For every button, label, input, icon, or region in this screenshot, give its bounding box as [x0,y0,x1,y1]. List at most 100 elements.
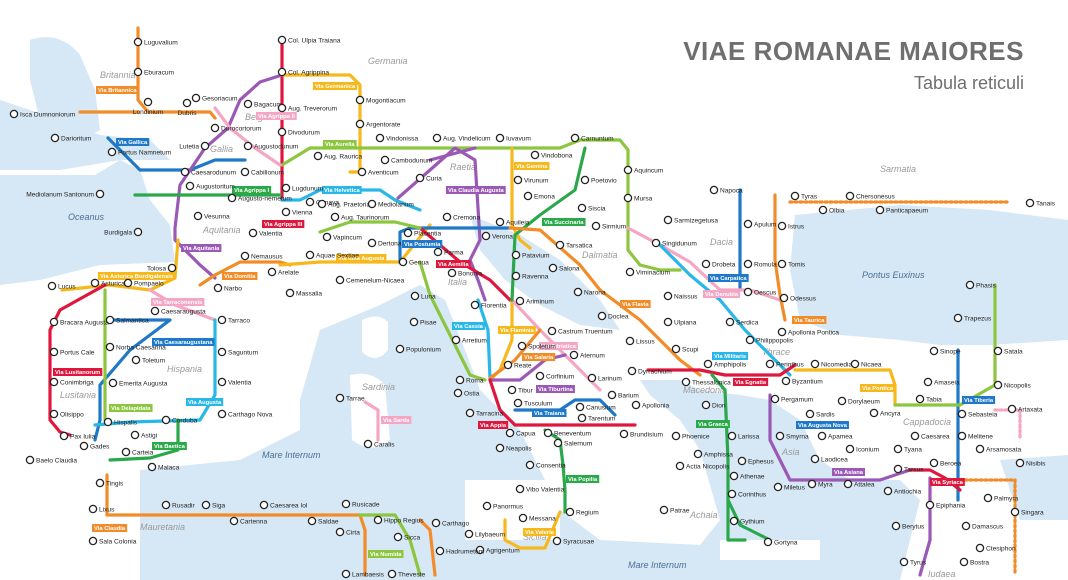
city-marker-lucus[interactable] [47,281,57,291]
city-marker-argentorate[interactable] [355,119,365,129]
city-marker-bracara[interactable] [49,317,59,327]
city-marker-nicomedia[interactable] [810,359,820,369]
city-marker-perinthus[interactable] [765,359,775,369]
city-marker-ostia[interactable] [453,388,463,398]
route-badge-asturica[interactable]: Via Asturica Burdigalensis [98,272,176,280]
city-marker-ctesiphon[interactable] [975,543,985,553]
city-marker-portus-namnetum[interactable] [107,147,117,157]
route-badge-appia[interactable]: Via Appia [478,421,509,429]
city-marker-darioritum[interactable] [50,133,60,143]
city-marker-olisippo[interactable] [49,409,59,419]
city-marker-virunum[interactable] [513,175,523,185]
city-marker-aug-praetoria[interactable] [317,199,327,209]
route-badge-iulia[interactable]: Via Iulia Augusta [336,254,387,262]
city-marker-beroea[interactable] [929,458,939,468]
route-badge-carpatica[interactable]: Via Carpatica [708,274,749,282]
city-marker-thessalonica[interactable] [681,377,691,387]
city-marker-nemausus[interactable] [240,251,250,261]
city-marker-regium[interactable] [565,507,575,517]
city-marker-lissus[interactable] [625,336,635,346]
city-marker-gortyna[interactable] [763,537,773,547]
city-marker-aug-taurinorum[interactable] [330,212,340,222]
city-marker-castrum-truentum[interactable] [547,326,557,336]
route-dacia[interactable] [773,193,787,322]
route-badge-cassia[interactable]: Via Cassia [452,322,485,330]
city-marker-col-agrippina[interactable] [277,67,287,77]
city-marker-trapezus[interactable] [953,313,963,323]
city-marker-carteia[interactable] [121,447,131,457]
city-marker-tarracina[interactable] [465,408,475,418]
route-badge-augusta-nova[interactable]: Via Augusta Nova [796,421,849,429]
city-marker-massalia[interactable] [285,288,295,298]
city-marker-melitene[interactable] [957,431,967,441]
city-marker-amphissa[interactable] [693,449,703,459]
city-marker-serdica[interactable] [725,317,735,327]
city-marker-miletus[interactable] [773,482,783,492]
city-marker-genava[interactable] [305,197,315,207]
route-badge-graeca[interactable]: Via Graeca [696,420,730,428]
city-marker-smyrna[interactable] [775,431,785,441]
city-marker-aug-raurica[interactable] [313,151,323,161]
city-marker-arelate[interactable] [267,267,277,277]
city-marker-mursa[interactable] [623,193,633,203]
city-marker-corduba[interactable] [161,415,171,425]
route-badge-valeria[interactable]: Via Valeria [523,528,556,536]
city-marker-emona[interactable] [523,191,533,201]
city-marker-siscia[interactable] [577,203,587,213]
city-marker-cirta[interactable] [335,527,345,537]
city-marker-berytus[interactable] [891,521,901,531]
route-badge-traiana[interactable]: Via Traiana [532,409,567,417]
city-marker-syracusae[interactable] [552,536,562,546]
route-badge-agrippa2[interactable]: Via Agrippa II [256,112,297,120]
city-marker-singidunum[interactable] [651,238,661,248]
city-marker-napoca[interactable] [709,185,719,195]
route-augusta[interactable] [93,318,217,427]
city-marker-salmantica[interactable] [105,315,115,325]
city-marker-cabillonum[interactable] [240,167,250,177]
city-marker-nicaea[interactable] [850,359,860,369]
city-marker-dion[interactable] [701,400,711,410]
city-marker-apollonia[interactable] [631,400,641,410]
city-marker-canusium[interactable] [575,402,585,412]
city-marker-lutetia[interactable] [200,141,210,151]
city-marker-doclea[interactable] [597,311,607,321]
route-badge-aurelia[interactable]: Via Aurelia [323,140,357,148]
city-marker-myra[interactable] [807,479,817,489]
city-marker-patrae[interactable] [659,505,669,515]
city-marker-carthago-nova[interactable] [217,409,227,419]
city-marker-baelo[interactable] [25,455,35,465]
route-taurinorum[interactable] [318,220,422,234]
city-marker-sirmium[interactable] [591,221,601,231]
city-marker-phasis[interactable] [965,280,975,290]
city-marker-chersonesus[interactable] [845,191,855,201]
route-pontica[interactable] [793,368,897,407]
city-marker-ephesus[interactable] [737,456,747,466]
route-asiana[interactable] [768,393,912,482]
city-marker-dubris[interactable] [182,98,192,108]
route-domitia[interactable] [198,260,292,287]
city-marker-satala[interactable] [993,346,1003,356]
city-marker-vindobona[interactable] [530,150,540,160]
route-badge-danubia[interactable]: Via Danubia [703,290,741,298]
route-badge-flaminia[interactable]: Via Flaminia [498,326,536,334]
route-badge-caesaraugustana[interactable]: Via Caesaraugustana [152,338,215,346]
route-badge-lusitanorum[interactable]: Via Lusitanorum [53,368,103,376]
route-aurelia[interactable] [280,138,682,272]
route-badge-militaris[interactable]: Via Militaris [712,352,749,360]
route-palmyra[interactable] [958,478,1017,577]
city-marker-lambaesis[interactable] [341,569,351,579]
city-marker-malaca[interactable] [147,462,157,472]
city-marker-reate[interactable] [503,360,513,370]
route-badge-numida[interactable]: Via Numida [368,550,404,558]
route-sarda[interactable] [363,400,380,442]
city-marker-sardis[interactable] [805,409,815,419]
city-marker-conimbriga[interactable] [49,377,59,387]
route-iudaea[interactable] [918,476,932,577]
city-marker-apulum[interactable] [743,219,753,229]
route-appia[interactable] [488,378,637,427]
city-marker-sarmizegetusa[interactable] [663,215,673,225]
city-marker-istrus[interactable] [777,221,787,231]
city-marker-londinium[interactable] [143,97,153,107]
city-marker-pergamum[interactable] [770,394,780,404]
city-marker-caesaraugusta[interactable] [150,306,160,316]
